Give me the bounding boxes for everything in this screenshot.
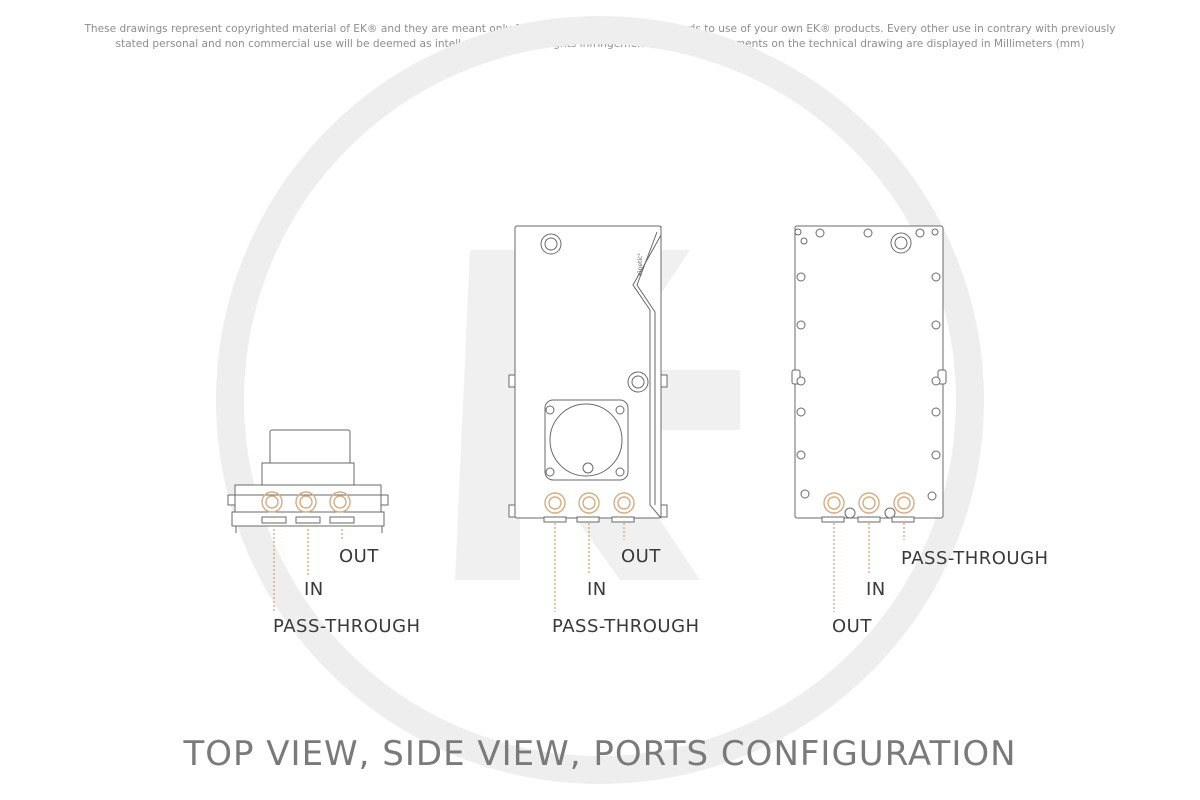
back-view-out-label: OUT [832,616,872,637]
side-view-in-label: IN [587,579,607,600]
back-view-in-label: IN [866,579,886,600]
back-view-pass-through-label: PASS-THROUGH [901,548,1049,569]
side-view-ports [544,492,635,612]
top-view-in-label: IN [304,579,324,600]
top-view-pass-through-label: PASS-THROUGH [273,616,421,637]
side-view [508,225,668,523]
side-view-brand-text: Kinetic² [637,253,644,276]
page-title: TOP VIEW, SIDE VIEW, PORTS CONFIGURATION [183,734,1017,774]
back-view-ports [823,492,915,612]
top-view [227,429,389,533]
side-view-out-label: OUT [621,546,661,567]
back-view [791,225,947,523]
top-view-out-label: OUT [339,546,379,567]
top-view-ports [261,491,351,612]
side-view-pass-through-label: PASS-THROUGH [552,616,700,637]
